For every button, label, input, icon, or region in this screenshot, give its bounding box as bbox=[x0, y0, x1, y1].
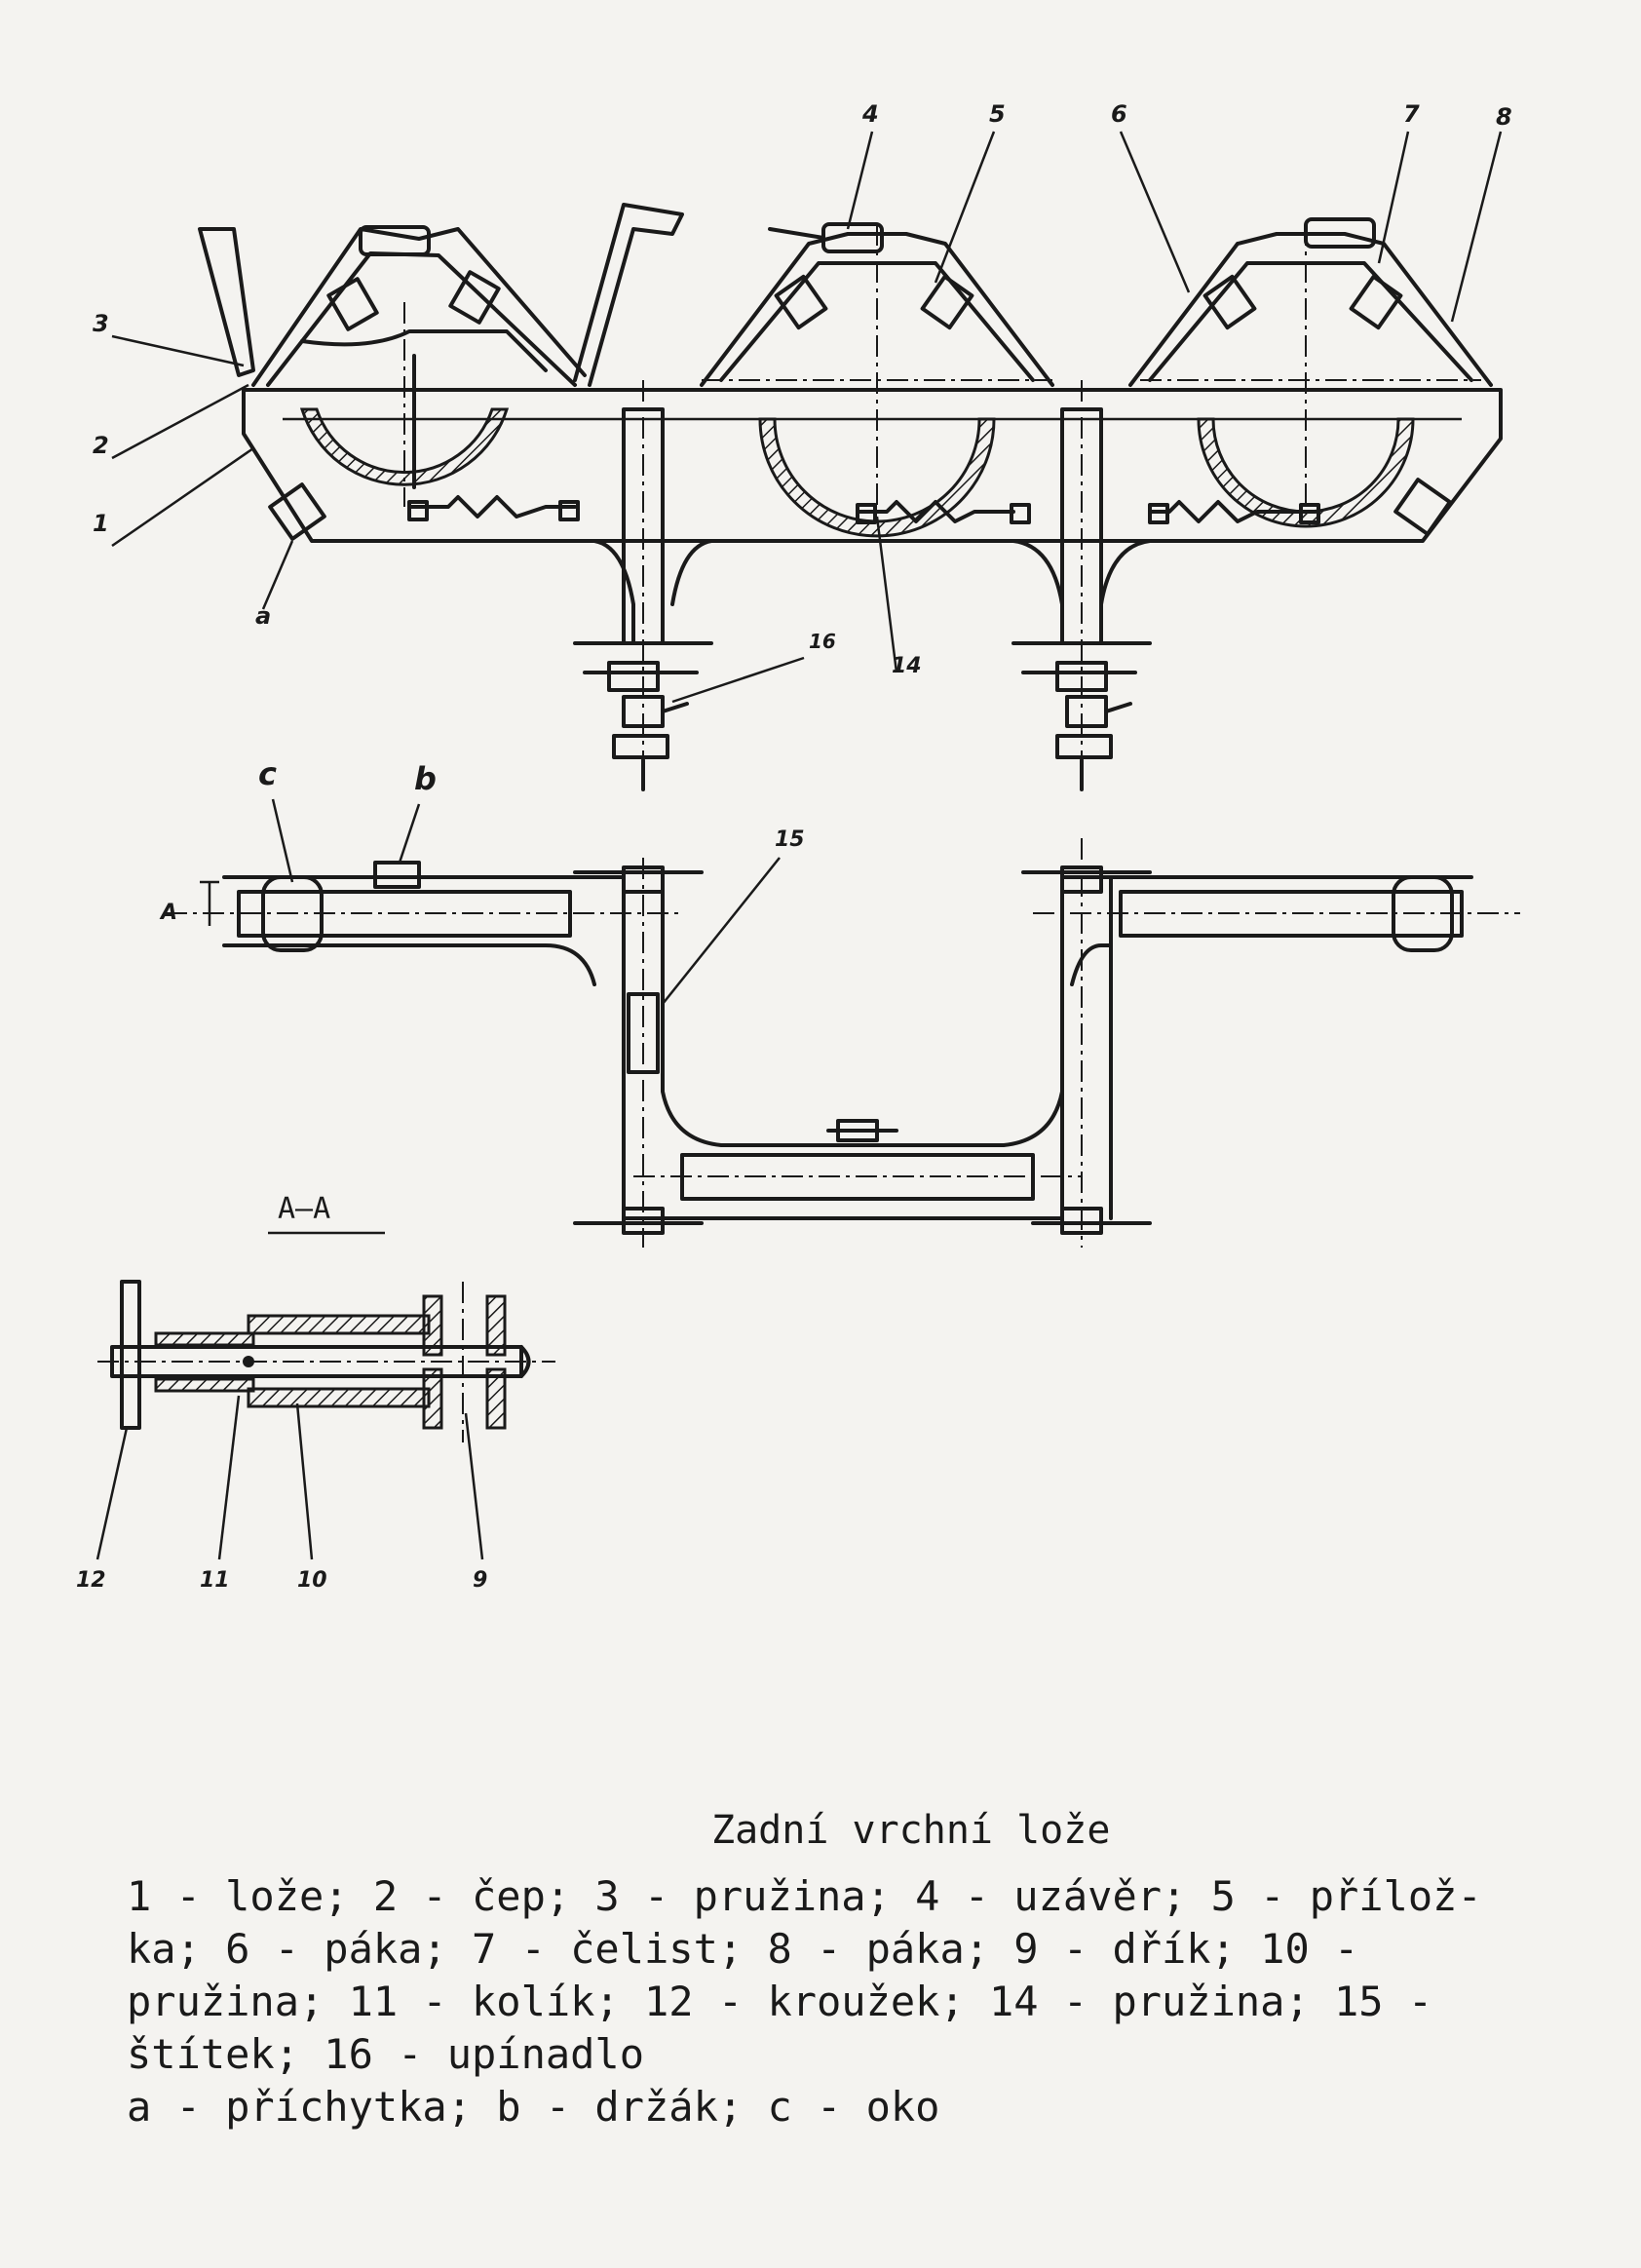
bracket-mid-left bbox=[670, 539, 713, 606]
bracket-right bbox=[1099, 539, 1152, 606]
label-b: b bbox=[414, 760, 437, 797]
label-11: 11 bbox=[200, 1568, 230, 1593]
caption-line: 1 - lože; 2 - čep; 3 - pružina; 4 - uzáv… bbox=[127, 1872, 1482, 1920]
plate-15 bbox=[627, 992, 660, 1074]
ring-12 bbox=[120, 1280, 141, 1430]
caption-line: ka; 6 - páka; 7 - čelist; 8 - páka; 9 - … bbox=[127, 1925, 1359, 1973]
plan-view: c b A 15 bbox=[159, 755, 1520, 1248]
label-12: 12 bbox=[76, 1568, 106, 1593]
bracket-left bbox=[592, 539, 635, 645]
caption-line: štítek; 16 - upínadlo bbox=[127, 2030, 645, 2078]
label-c: c bbox=[258, 755, 277, 792]
label-5: 5 bbox=[989, 100, 1006, 128]
label-14: 14 bbox=[892, 654, 922, 678]
label-6: 6 bbox=[1111, 100, 1127, 128]
cradle-right bbox=[1128, 217, 1493, 536]
cradle-left bbox=[198, 203, 684, 541]
section-a-a: A–A 12 11 10 9 bbox=[76, 1192, 555, 1593]
elevation-view: 1 2 3 4 5 6 7 8 14 16 a bbox=[93, 100, 1512, 791]
technical-drawing: 1 2 3 4 5 6 7 8 14 16 a bbox=[76, 100, 1520, 1593]
label-7: 7 bbox=[1403, 100, 1420, 128]
label-4: 4 bbox=[861, 100, 879, 128]
label-A: A bbox=[159, 901, 177, 925]
label-1: 1 bbox=[93, 510, 109, 537]
bed-frame bbox=[242, 388, 1503, 543]
caption-title: Zadní vrchní lože bbox=[711, 1808, 1111, 1853]
label-15: 15 bbox=[775, 827, 805, 852]
label-2: 2 bbox=[93, 432, 109, 459]
label-a: a bbox=[255, 602, 271, 630]
label-9: 9 bbox=[473, 1568, 487, 1593]
clamp-16-left bbox=[573, 641, 713, 791]
label-8: 8 bbox=[1496, 103, 1512, 131]
clamp-16-right bbox=[1011, 641, 1152, 791]
plan-frame-inner bbox=[222, 943, 596, 986]
label-10: 10 bbox=[297, 1568, 327, 1593]
cradle-middle bbox=[700, 222, 1054, 538]
plan-frame-outer bbox=[222, 875, 1473, 1220]
holder-b bbox=[373, 861, 421, 889]
caption: Zadní vrchní lože 1 - lože; 2 - čep; 3 -… bbox=[127, 1808, 1569, 2133]
caption-line: pružina; 11 - kolík; 12 - kroužek; 14 - … bbox=[127, 1978, 1433, 2025]
section-title: A–A bbox=[278, 1192, 330, 1226]
label-16: 16 bbox=[809, 630, 836, 653]
bracket-mid-right bbox=[1011, 539, 1064, 645]
leader-lines bbox=[111, 131, 1503, 704]
label-3: 3 bbox=[93, 310, 109, 337]
caption-line: a - příchytka; b - držák; c - oko bbox=[127, 2083, 940, 2131]
